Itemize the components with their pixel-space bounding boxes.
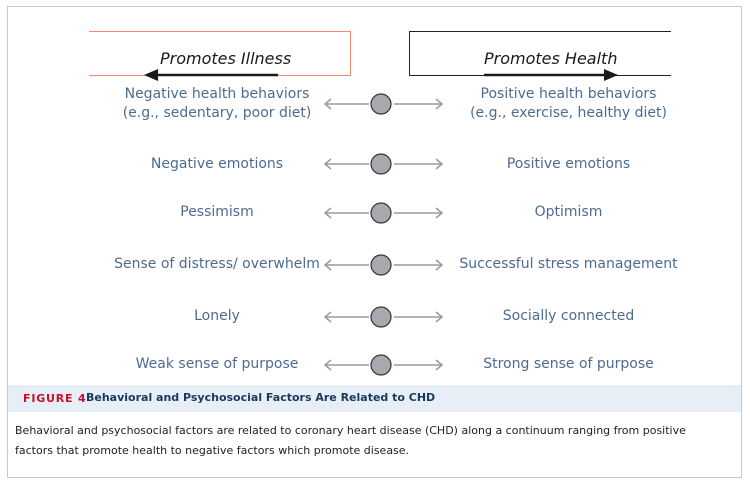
continuum-diagram: Promotes Illness Promotes Health Negativ… <box>8 7 741 385</box>
continuum-connector <box>323 354 444 376</box>
figure-number: FIGURE 4 <box>23 392 87 405</box>
right-pointing-arrow-icon <box>484 69 618 81</box>
promotes-illness-label: Promotes Illness <box>160 49 292 68</box>
figure-caption-band: FIGURE 4 Behavioral and Psychosocial Fac… <box>8 385 741 412</box>
figure-caption-text: Behavioral and psychosocial factors are … <box>15 424 686 457</box>
positive-factor-label: Optimism <box>534 204 603 220</box>
negative-factor-label: Pessimism <box>180 204 254 220</box>
positive-factor-label: Positive health behaviors (e.g., exercis… <box>470 86 667 121</box>
continuum-connector <box>323 306 444 328</box>
figure-frame: Promotes Illness Promotes Health Negativ… <box>7 6 742 478</box>
positive-factor-label: Successful stress management <box>459 256 678 272</box>
left-pointing-arrow-icon <box>144 69 278 81</box>
figure-title: Behavioral and Psychosocial Factors Are … <box>86 391 436 404</box>
negative-factor-label: Sense of distress/ overwhelm <box>114 256 320 272</box>
continuum-connector <box>323 93 444 115</box>
continuum-connector <box>323 153 444 175</box>
positive-factor-label: Socially connected <box>502 308 635 324</box>
negative-factor-label: Negative emotions <box>150 156 284 172</box>
continuum-dot-icon <box>370 354 392 376</box>
negative-factor-label: Negative health behaviors (e.g., sedenta… <box>122 86 312 121</box>
continuum-dot-icon <box>370 93 392 115</box>
positive-factor-label: Strong sense of purpose <box>483 356 654 372</box>
negative-factor-label: Lonely <box>194 308 240 324</box>
continuum-dot-icon <box>370 153 392 175</box>
continuum-dot-icon <box>370 254 392 276</box>
positive-factor-label: Positive emotions <box>506 156 631 172</box>
continuum-dot-icon <box>370 202 392 224</box>
negative-factor-label: Weak sense of purpose <box>135 356 299 372</box>
continuum-connector <box>323 202 444 224</box>
continuum-dot-icon <box>370 306 392 328</box>
promotes-health-label: Promotes Health <box>484 49 618 68</box>
continuum-connector <box>323 254 444 276</box>
